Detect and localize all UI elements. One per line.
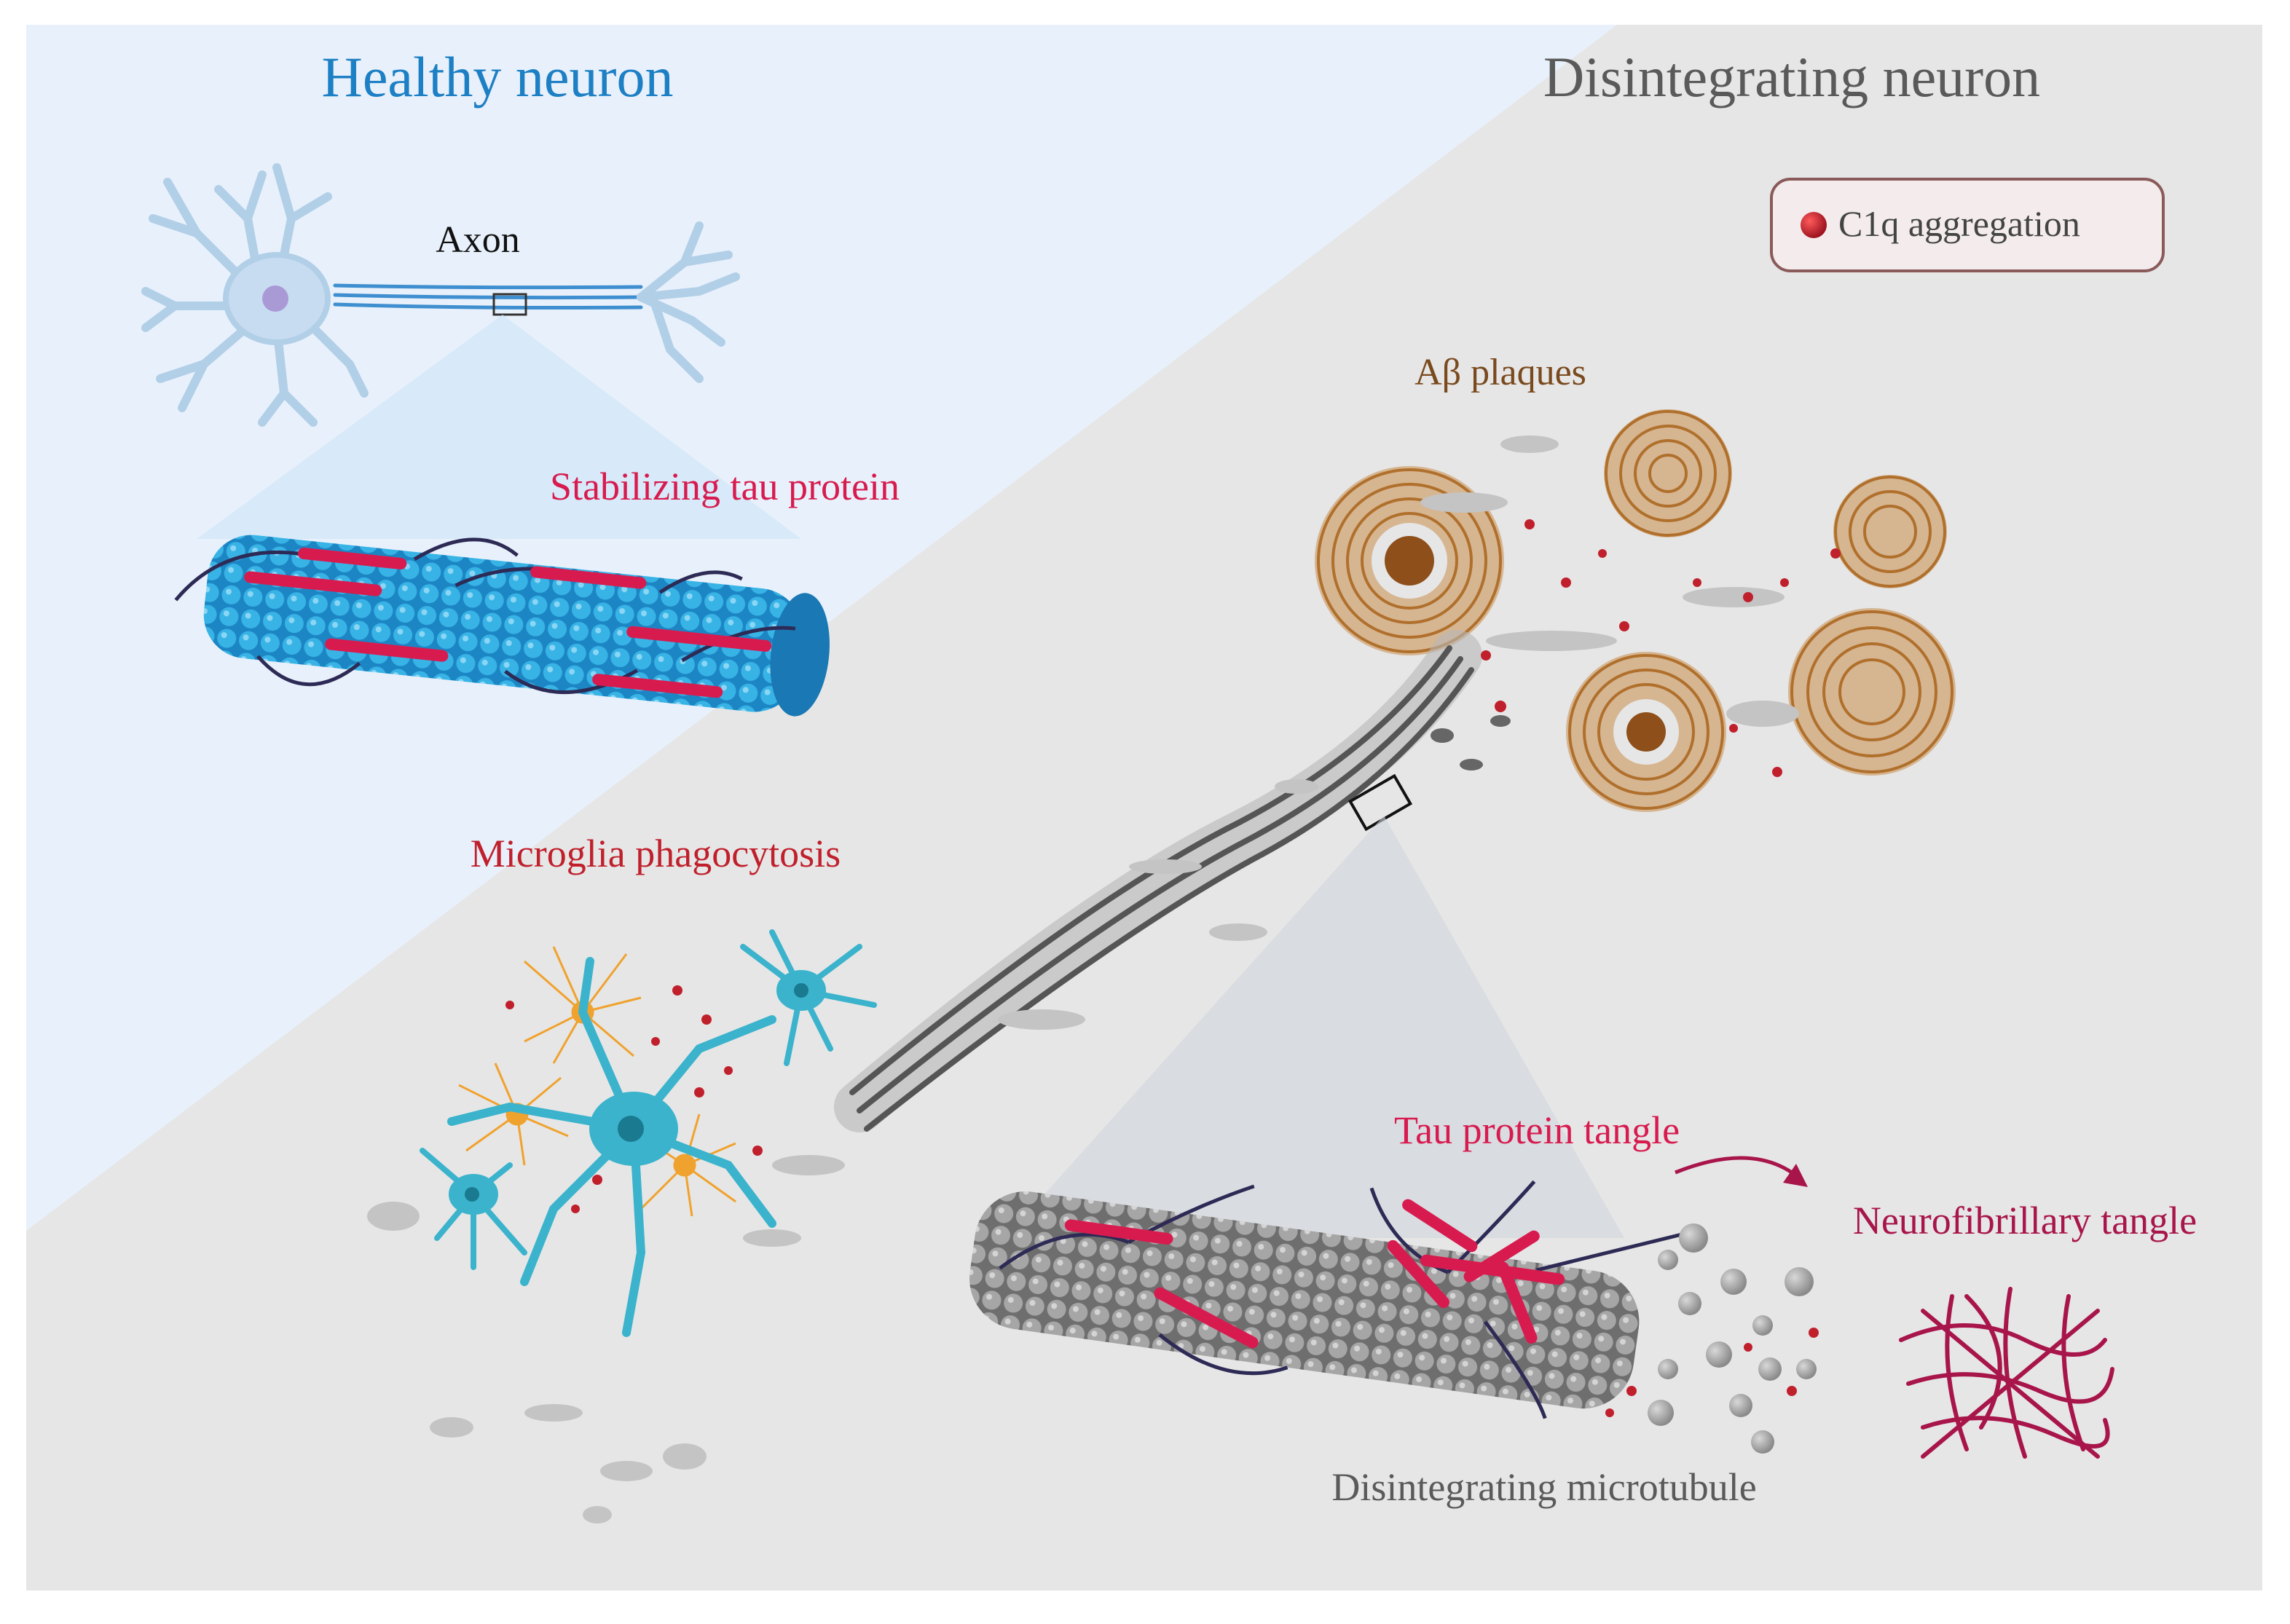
microglia-cell xyxy=(447,957,776,1337)
microglia-cell xyxy=(420,1148,527,1270)
healthy-nucleus xyxy=(262,285,288,312)
neurofibrillary-tangle xyxy=(1899,1287,2114,1459)
neurofibrillary-tangle-label: Neurofibrillary tangle xyxy=(1853,1199,2197,1242)
tau-protein-tangle-label: Tau protein tangle xyxy=(1394,1108,1680,1152)
tangle-arrow xyxy=(1675,1156,1808,1187)
ab-plaque xyxy=(1315,466,1504,655)
disintegrating-axon xyxy=(834,630,1482,1132)
microglia-cells xyxy=(420,929,877,1337)
ab-plaque xyxy=(1604,409,1732,537)
legend: C1q aggregation xyxy=(1770,178,2165,272)
disintegrating-tau-segments xyxy=(1064,1199,1565,1349)
axon-zoom-box-disintegrating xyxy=(1347,773,1413,832)
healthy-neuron-illustration xyxy=(141,163,740,427)
disintegrating-microtubule-body xyxy=(969,1191,1640,1409)
ab-plaque xyxy=(1566,652,1726,812)
healthy-microtubule-end xyxy=(770,593,830,717)
loose-tubulin xyxy=(1648,1223,1817,1454)
disintegrating-neuron-title: Disintegrating neuron xyxy=(1543,45,2040,109)
disintegrating-microtubule xyxy=(969,1180,1690,1419)
healthy-tau-segments xyxy=(244,547,772,698)
healthy-microtubule xyxy=(174,535,830,717)
ab-plaques-label: Aβ plaques xyxy=(1414,352,1586,393)
debris-fragments xyxy=(367,435,1799,1524)
microglia-cell xyxy=(740,929,877,1066)
healthy-neuron-title: Healthy neuron xyxy=(321,45,673,109)
axon-zoom-box xyxy=(492,293,527,316)
c1q-legend-marker xyxy=(1801,212,1827,238)
healthy-zoom-cone xyxy=(197,315,801,539)
legend-c1q-label: C1q aggregation xyxy=(1838,203,2080,244)
ab-plaques xyxy=(1315,409,1956,812)
c1q-dots xyxy=(505,519,1841,1417)
ab-plaque xyxy=(1788,608,1956,776)
disintegrating-microtubule-label: Disintegrating microtubule xyxy=(1331,1465,1756,1509)
disintegrating-zoom-cone xyxy=(1005,816,1624,1238)
ab-plaque xyxy=(1833,475,1947,588)
legend-box xyxy=(1770,178,2165,272)
axon-label: Axon xyxy=(436,219,520,261)
healthy-axon-terminals xyxy=(637,221,740,383)
healthy-dendrites xyxy=(141,163,369,427)
stabilizing-tau-label: Stabilizing tau protein xyxy=(550,465,900,508)
healthy-axon xyxy=(333,283,643,310)
microglia-phagocytosis-label: Microglia phagocytosis xyxy=(471,832,841,875)
